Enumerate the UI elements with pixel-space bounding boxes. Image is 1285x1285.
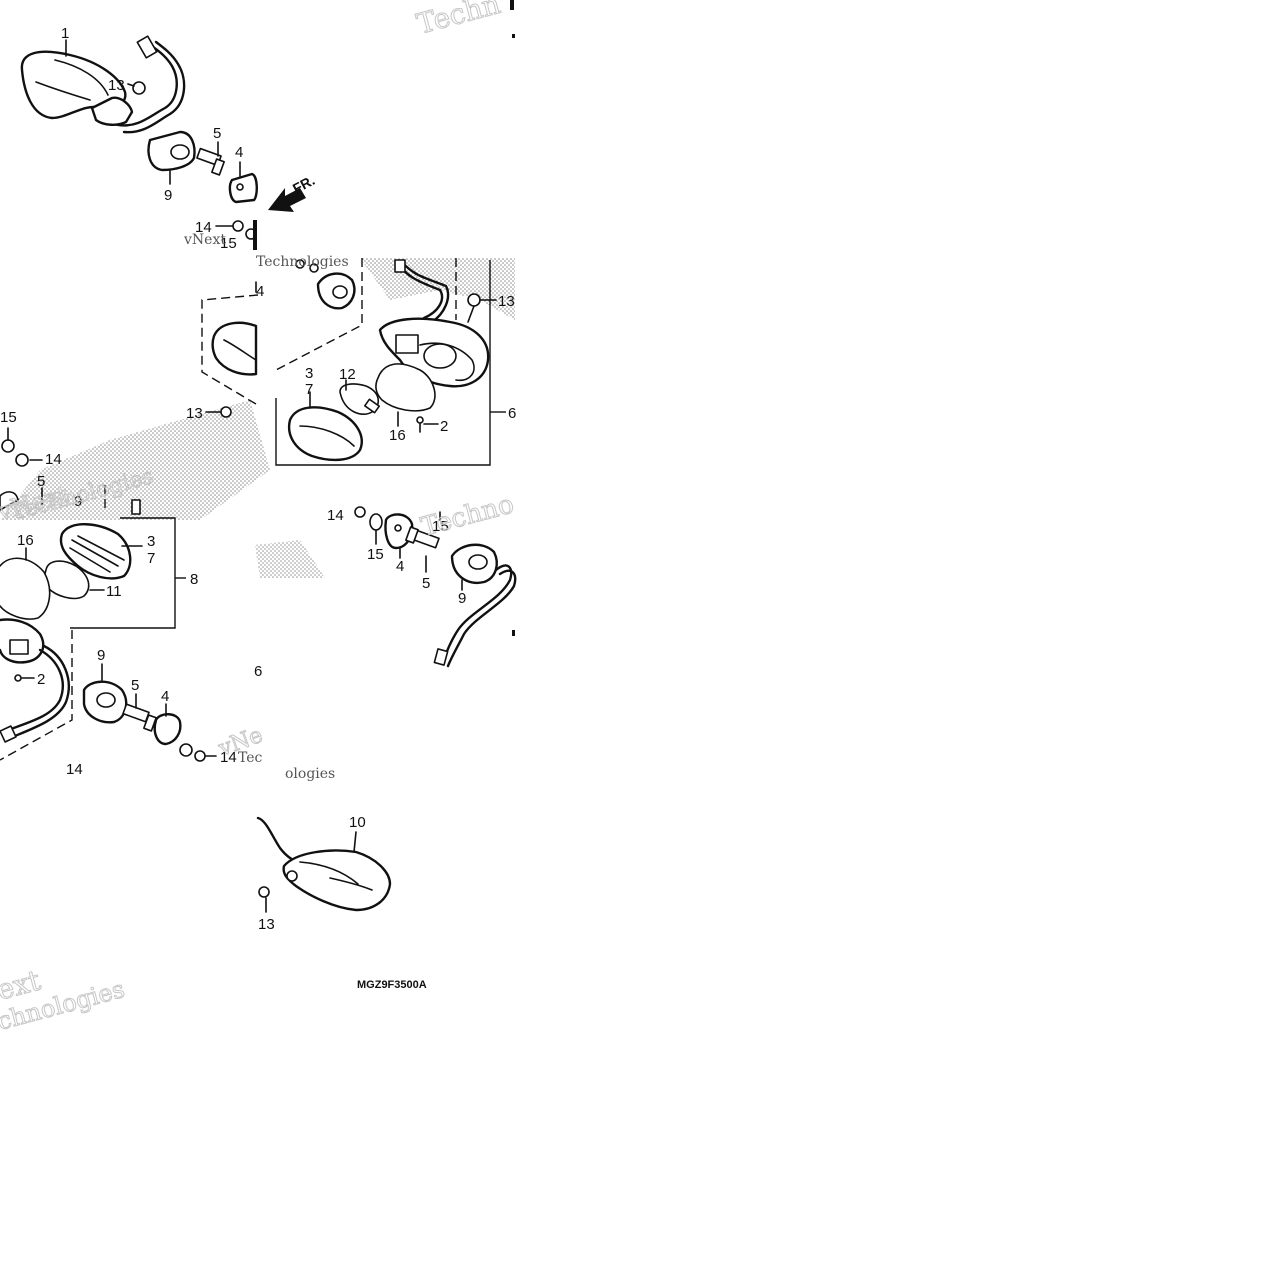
diagram-code: MGZ9F3500A: [357, 979, 427, 991]
callout-11: 11: [106, 583, 122, 600]
edge-mark: [510, 0, 514, 10]
shade-region-mid: [255, 540, 325, 578]
callout-14: 14: [66, 761, 83, 778]
assembly-rear-winker-right: [275, 258, 506, 466]
front-direction-arrow: [268, 188, 306, 212]
watermark: Technologies: [256, 254, 349, 270]
callout-5: 5: [131, 677, 139, 694]
edge-mark: [512, 630, 515, 636]
edge-mark: [512, 34, 515, 38]
part-mount-base-9a: [147, 130, 196, 185]
watermark: Tec: [238, 750, 263, 766]
callout-14: 14: [45, 451, 62, 468]
callout-14: 14: [195, 219, 212, 236]
shade-region-left: [0, 400, 270, 520]
callout-2: 2: [37, 671, 45, 688]
part-bolt-5a: [196, 141, 225, 176]
parts-washer-nut-left: [0, 427, 141, 515]
callout-16: 16: [389, 427, 406, 444]
callout-15: 15: [432, 518, 449, 535]
callout-6: 6: [508, 405, 516, 422]
callout-9: 9: [458, 590, 466, 607]
callout-4: 4: [161, 688, 169, 705]
callout-5: 5: [37, 473, 45, 490]
callout-7: 7: [147, 550, 155, 567]
assembly-rear-winker-left: [0, 485, 217, 762]
callout-9: 9: [74, 493, 82, 510]
callout-4: 4: [396, 558, 404, 575]
callout-5: 5: [422, 575, 430, 592]
callout-2: 2: [440, 418, 448, 435]
callout-9: 9: [164, 187, 172, 204]
callout-3: 3: [305, 365, 313, 382]
callout-14: 14: [220, 749, 237, 766]
callout-12: 12: [339, 366, 356, 383]
callout-4: 4: [256, 283, 264, 300]
callout-13: 13: [258, 916, 275, 933]
edge-mark: [253, 220, 257, 250]
callout-1: 1: [61, 25, 69, 42]
watermark: vNext: [183, 232, 226, 248]
assembly-mount-right: [354, 506, 517, 668]
callout-5: 5: [213, 125, 221, 142]
callout-13: 13: [108, 77, 125, 94]
callout-7: 7: [305, 381, 313, 398]
callout-15: 15: [0, 409, 17, 426]
callout-16: 16: [17, 532, 34, 549]
part-winker-lens-mid: [201, 281, 259, 418]
callout-9: 9: [97, 647, 105, 664]
callout-10: 10: [349, 814, 366, 831]
part-front-winker-left: [20, 35, 186, 134]
callout-13: 13: [498, 293, 515, 310]
callout-3: 3: [147, 533, 155, 550]
callout-8: 8: [190, 571, 198, 588]
callout-4: 4: [235, 144, 243, 161]
part-plate-4a: [228, 161, 258, 204]
callout-6: 6: [254, 663, 262, 680]
callout-15: 15: [220, 235, 237, 252]
callout-15: 15: [367, 546, 384, 563]
callout-13: 13: [186, 405, 203, 422]
part-winker-10: [256, 816, 392, 913]
callout-14: 14: [327, 507, 344, 524]
watermark: ologies: [285, 766, 335, 782]
